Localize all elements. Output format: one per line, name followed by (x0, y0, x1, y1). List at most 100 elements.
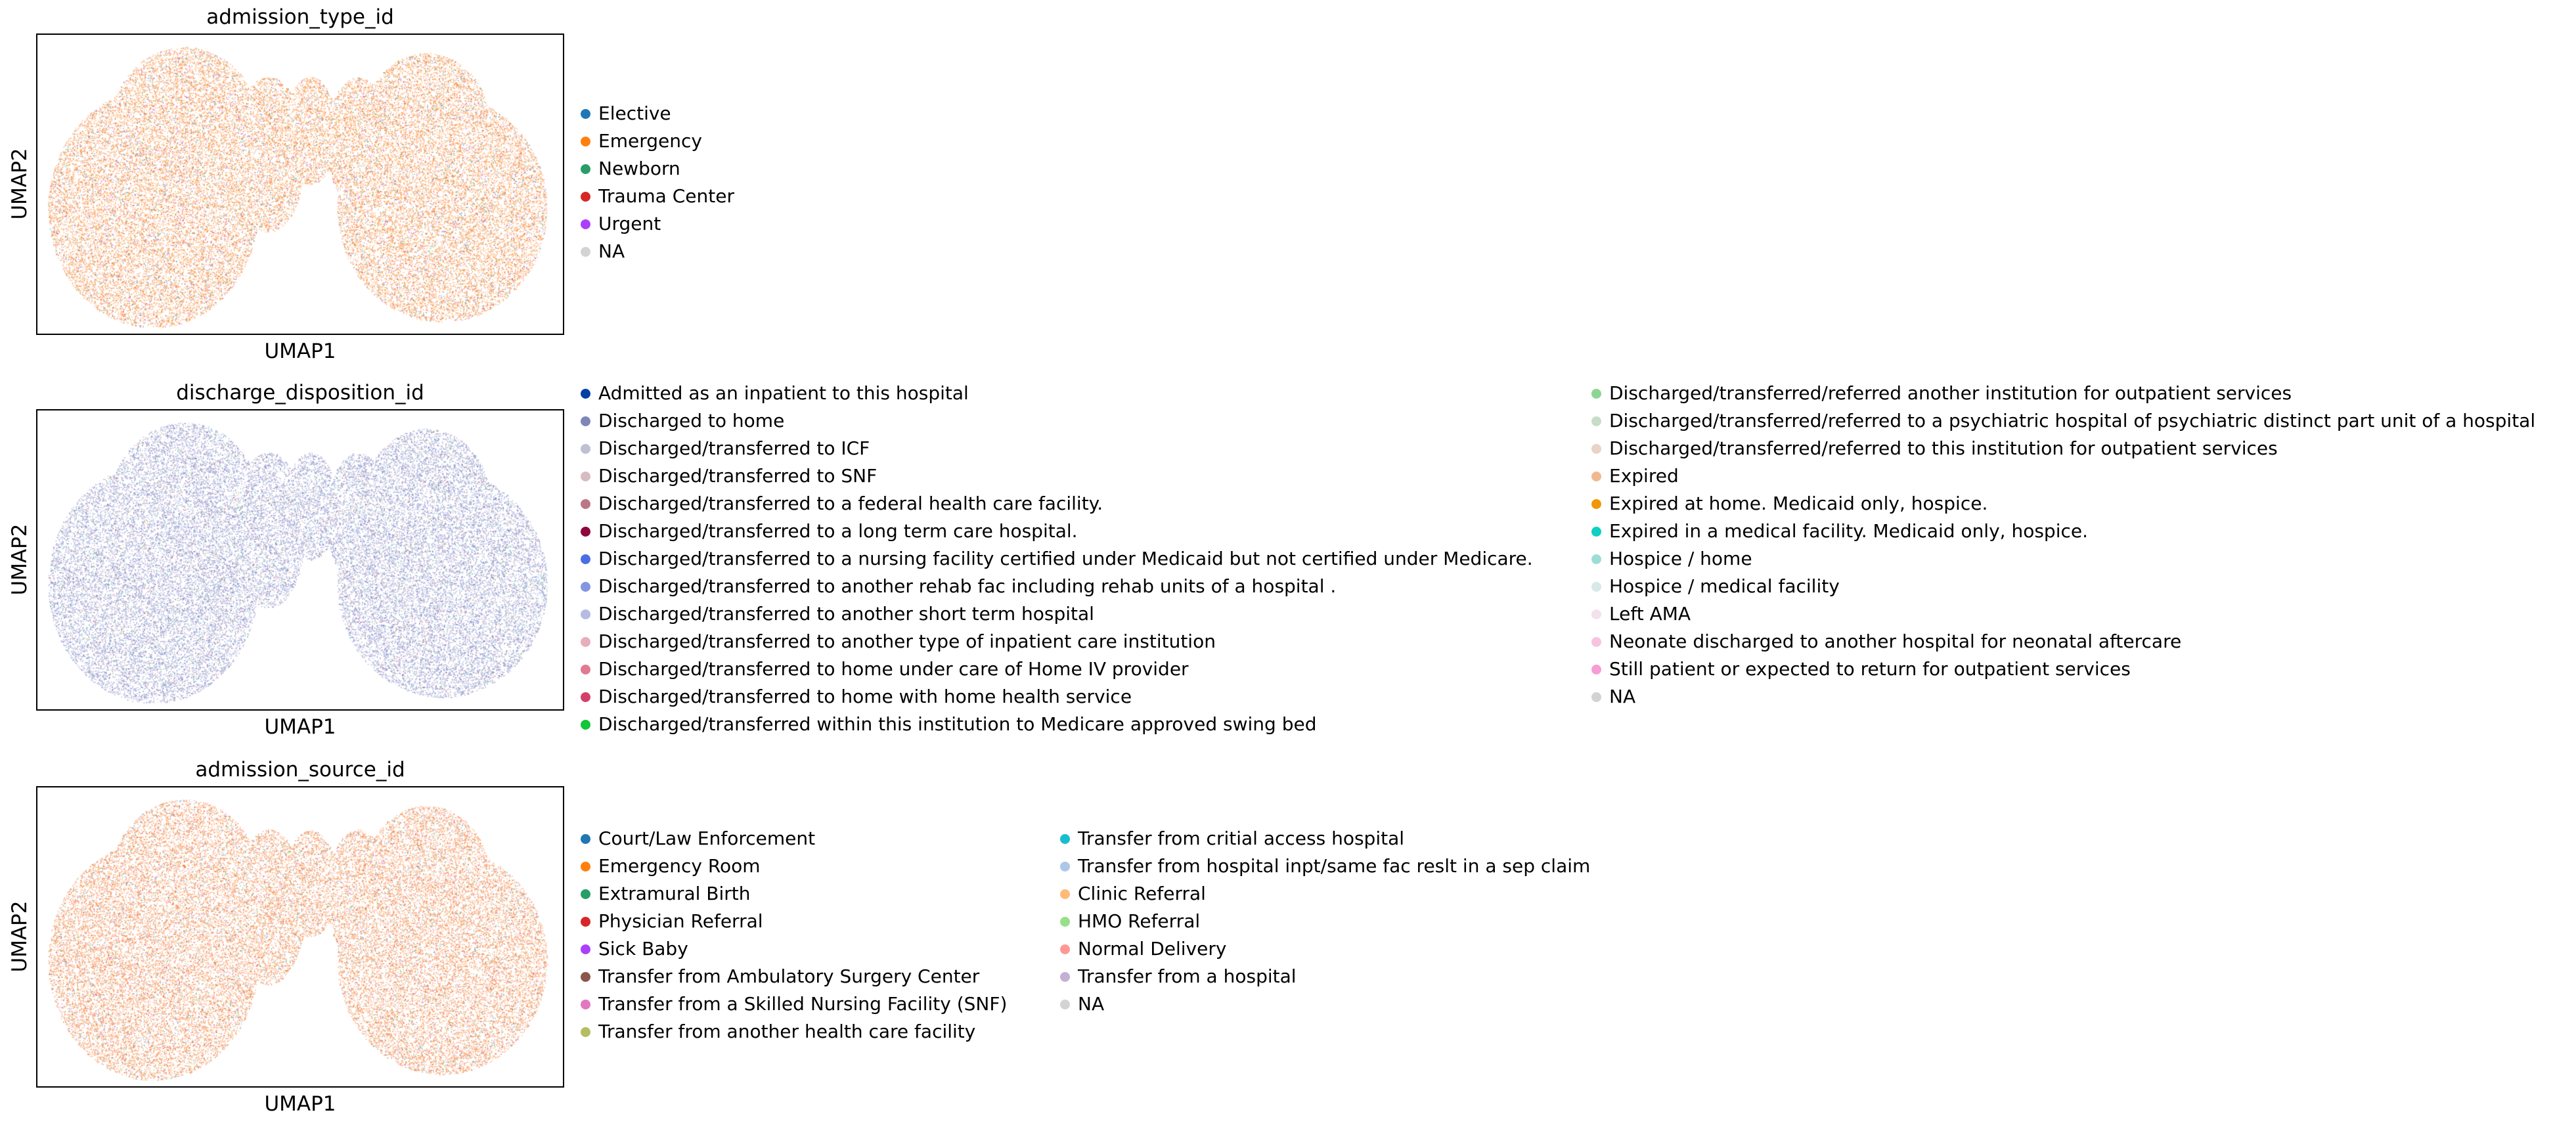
legend-marker (1060, 944, 1070, 954)
legend-label: Discharged/transferred to another rehab … (598, 575, 1337, 597)
legend-item: Transfer from another health care facili… (581, 1018, 975, 1046)
legend-label: Sick Baby (598, 938, 688, 960)
legend-marker (581, 861, 590, 872)
legend-item: Expired at home. Medicaid only, hospice. (1591, 490, 1988, 518)
legend-label: Discharged/transferred to a long term ca… (598, 520, 1078, 542)
legend-label: Discharged/transferred to another short … (598, 603, 1094, 625)
legend-label: Expired (1609, 465, 1679, 487)
legend-item: Discharged/transferred to a federal heal… (581, 490, 1103, 518)
legend-label: Transfer from another health care facili… (598, 1021, 976, 1042)
legend-marker (1060, 971, 1070, 982)
legend-item: Hospice / medical facility (1591, 573, 1840, 600)
legend-label: Neonate discharged to another hospital f… (1609, 630, 2182, 652)
legend-marker (1591, 443, 1601, 454)
legend-item: Transfer from hospital inpt/same fac res… (1060, 852, 1590, 880)
legend-marker (581, 554, 590, 564)
legend-label: Discharged/transferred/referred to this … (1609, 437, 2278, 459)
legend-marker (581, 833, 590, 844)
legend-item: Emergency (581, 127, 702, 155)
legend-marker (581, 246, 590, 257)
legend-label: Emergency Room (598, 855, 761, 877)
legend-item: Trauma Center (581, 183, 734, 210)
legend-marker (581, 916, 590, 927)
legend-label: Discharged/transferred to another type o… (598, 630, 1216, 652)
legend-item: Transfer from a hospital (1060, 963, 1297, 990)
legend-item: Neonate discharged to another hospital f… (1591, 628, 2181, 655)
legend-marker (1591, 581, 1601, 592)
legend-marker (581, 219, 590, 229)
legend-marker (581, 191, 590, 202)
legend-marker (1060, 833, 1070, 844)
legend-label: Normal Delivery (1078, 938, 1227, 960)
legend-item: Extramural Birth (581, 880, 751, 908)
legend-item: Newborn (581, 155, 680, 183)
legend-marker (1591, 609, 1601, 619)
legend-marker (581, 581, 590, 592)
legend-marker (581, 609, 590, 619)
legend-item: NA (1591, 683, 1635, 711)
legend-item: Physician Referral (581, 908, 763, 935)
legend-marker (581, 416, 590, 426)
legend-item: Discharged/transferred to another rehab … (581, 573, 1336, 600)
plot-title: discharge_disposition_id (176, 381, 424, 405)
legend-label: Emergency (598, 130, 702, 152)
legend-label: NA (1078, 993, 1105, 1015)
legend-label: Discharged/transferred/referred another … (1609, 382, 2292, 404)
legend-item: Elective (581, 100, 671, 127)
legend-item: Discharged/transferred/referred another … (1591, 380, 2292, 407)
legend-item: Discharged/transferred to a long term ca… (581, 518, 1078, 545)
legend-marker (1060, 889, 1070, 899)
legend-marker (581, 889, 590, 899)
legend-marker (1591, 636, 1601, 647)
legend-label: NA (1609, 686, 1636, 707)
legend-label: Transfer from hospital inpt/same fac res… (1078, 855, 1591, 877)
legend-label: Court/Law Enforcement (598, 828, 816, 849)
legend-label: Discharged/transferred/referred to a psy… (1609, 410, 2536, 431)
legend-label: Clinic Referral (1078, 883, 1206, 904)
legend-marker (581, 471, 590, 481)
legend-item: Discharged/transferred/referred to this … (1591, 435, 2278, 462)
scatter-points (37, 787, 563, 1086)
legend-label: Admitted as an inpatient to this hospita… (598, 382, 969, 404)
legend-marker (581, 664, 590, 674)
legend-item: Transfer from a Skilled Nursing Facility… (581, 990, 1007, 1018)
legend-marker (581, 636, 590, 647)
legend-label: Physician Referral (598, 910, 763, 932)
legend-label: Trauma Center (598, 185, 734, 207)
legend-marker (581, 692, 590, 702)
legend-item: Court/Law Enforcement (581, 825, 815, 852)
legend-item: Urgent (581, 210, 661, 238)
umap-scatter-plot (36, 33, 564, 335)
y-axis-label: UMAP2 (8, 148, 32, 220)
legend-item: Expired in a medical facility. Medicaid … (1591, 518, 2088, 545)
legend-marker (1060, 861, 1070, 872)
legend-label: Transfer from Ambulatory Surgery Center (598, 965, 980, 987)
y-axis-label: UMAP2 (8, 900, 32, 973)
legend-marker (581, 164, 590, 174)
legend-marker (1591, 498, 1601, 509)
legend-item: Left AMA (1591, 600, 1691, 628)
legend-marker (581, 719, 590, 730)
legend-label: Discharged/transferred to SNF (598, 465, 877, 487)
legend-marker (1591, 471, 1601, 481)
umap-scatter-plot (36, 409, 564, 711)
legend-label: HMO Referral (1078, 910, 1201, 932)
legend-item: Discharged/transferred to home under car… (581, 655, 1189, 683)
legend-label: Discharged/transferred to home with home… (598, 686, 1132, 707)
legend-label: Discharged/transferred within this insti… (598, 713, 1317, 735)
legend-item: Discharged/transferred to a nursing faci… (581, 545, 1533, 573)
legend-marker (1591, 554, 1601, 564)
panel-admission-source: admission_source_id UMAP2 UMAP1 Court/La… (0, 753, 2576, 1127)
legend-marker (581, 136, 590, 146)
legend-item: Expired (1591, 462, 1679, 490)
legend-label: Left AMA (1609, 603, 1691, 625)
legend-item: Discharged/transferred to home with home… (581, 683, 1132, 711)
legend-item: Sick Baby (581, 935, 688, 963)
legend-item: Transfer from Ambulatory Surgery Center (581, 963, 979, 990)
legend-item: Emergency Room (581, 852, 761, 880)
legend-label: Hospice / medical facility (1609, 575, 1840, 597)
legend-label: Expired at home. Medicaid only, hospice. (1609, 493, 1988, 514)
legend-label: Discharged/transferred to a nursing faci… (598, 548, 1533, 569)
legend-marker (1060, 999, 1070, 1009)
plot-title: admission_source_id (195, 758, 405, 782)
